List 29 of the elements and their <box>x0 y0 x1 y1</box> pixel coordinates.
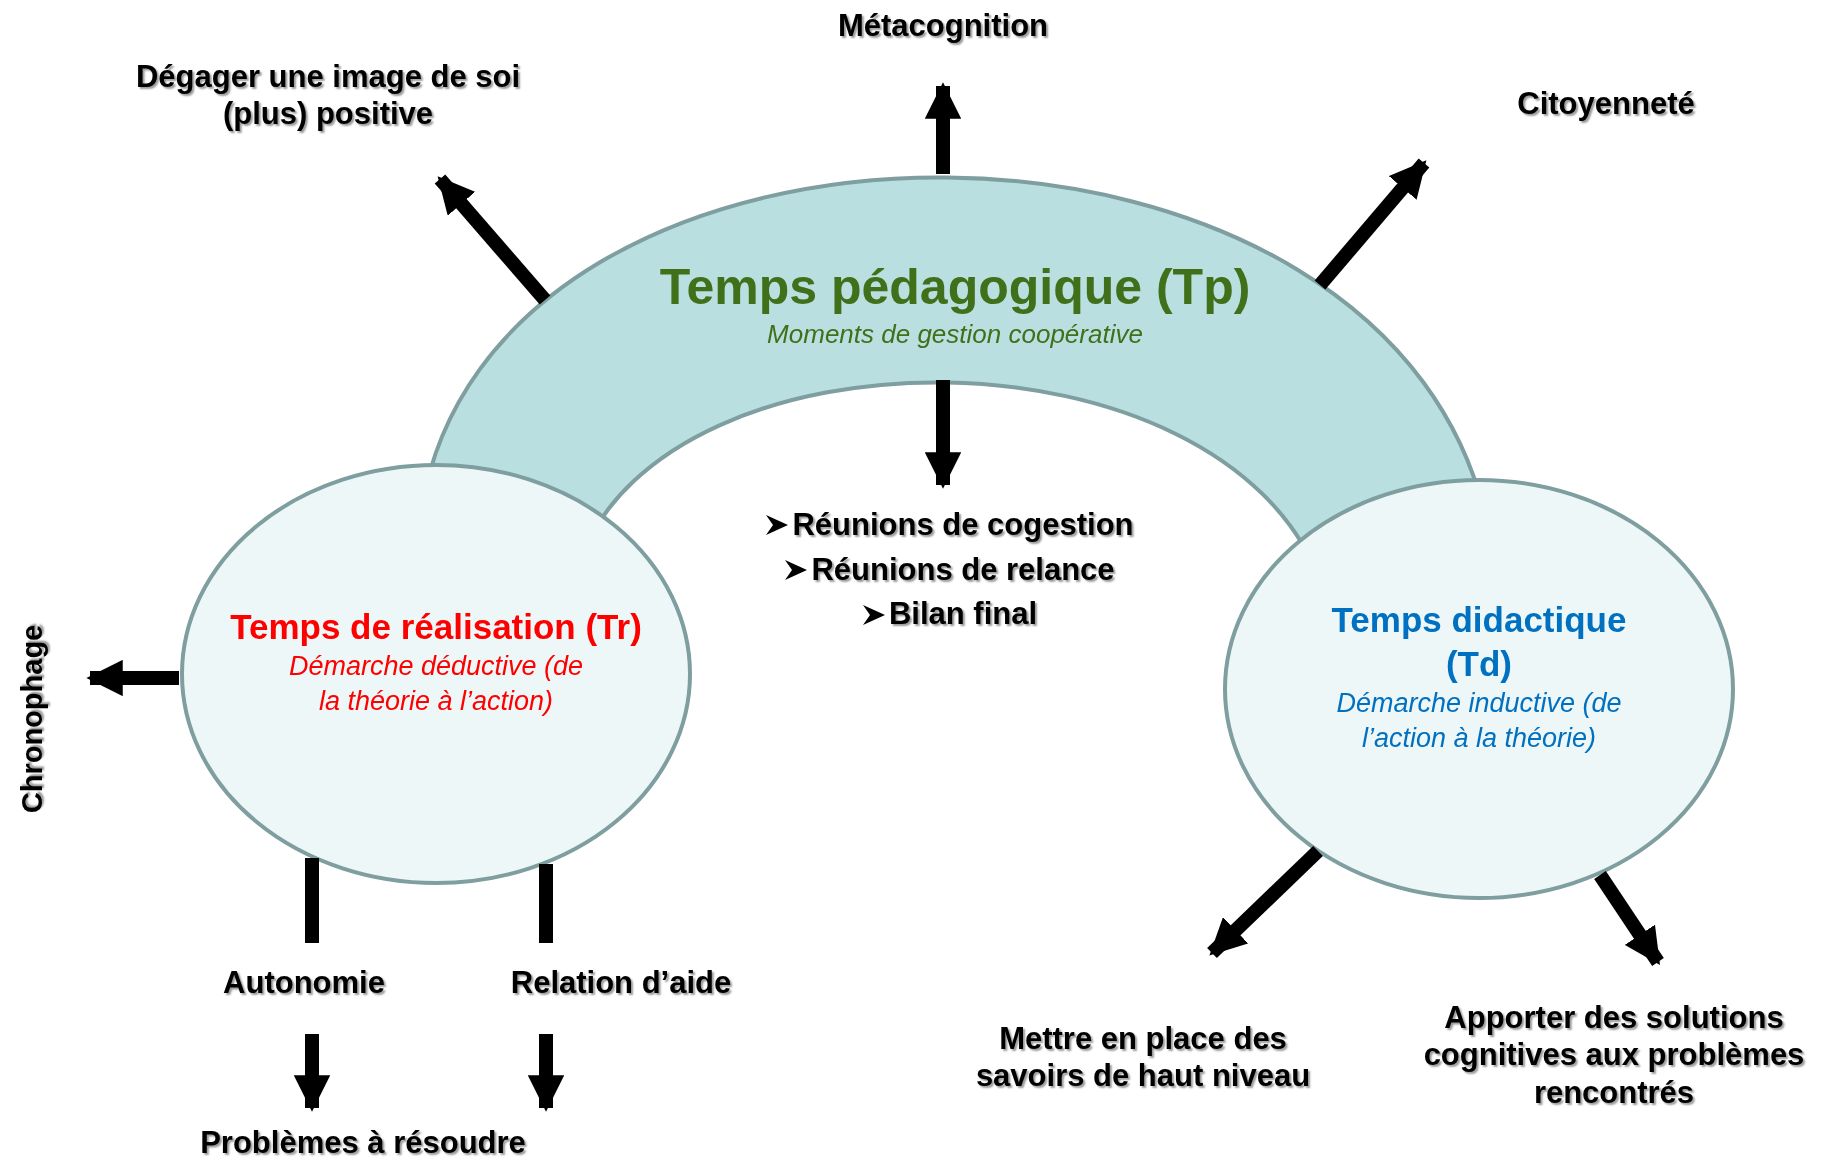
label-text: Citoyenneté <box>1517 85 1695 123</box>
label-text: Autonomie <box>223 964 385 1002</box>
arrow <box>527 1034 565 1112</box>
list-item: Réunions de relance <box>811 550 1115 589</box>
arrow <box>924 380 962 489</box>
label-text: Dégager une image de soi (plus) positive <box>134 57 522 133</box>
subheading: Démarche déductive (de la théorie à l’action) <box>287 649 585 718</box>
ellipse-node <box>1222 477 1736 901</box>
list-item: Réunions de cogestion <box>792 505 1134 544</box>
label-text: Problèmes à résoudre <box>200 1124 526 1162</box>
arrow <box>924 82 962 174</box>
ellipse-node <box>179 462 693 886</box>
heading: Temps pédagogique (Tp) <box>659 260 1251 315</box>
label-text: Métacognition <box>837 7 1049 45</box>
label-text: Apporter des solutions cognitives aux problèmes rencontrés <box>1422 999 1806 1111</box>
list-item: Bilan final <box>888 595 1038 634</box>
arrow <box>86 659 179 697</box>
subheading: Moments de gestion coopérative <box>767 318 1143 351</box>
arrow <box>293 1034 331 1112</box>
label-text: Mettre en place des savoirs de haut niveau <box>974 1019 1312 1095</box>
label-text: Chronophage <box>11 599 55 839</box>
arrow <box>1207 845 1323 959</box>
heading: Temps didactique (Td) <box>1330 599 1628 685</box>
arrow <box>1594 871 1664 966</box>
label-text: Relation d’aide <box>510 964 732 1002</box>
arrow <box>1314 158 1430 290</box>
arrow <box>434 174 551 305</box>
subheading: Démarche inductive (de l’action à la théorie) <box>1335 686 1623 755</box>
heading: Temps de réalisation (Tr) <box>230 606 642 649</box>
